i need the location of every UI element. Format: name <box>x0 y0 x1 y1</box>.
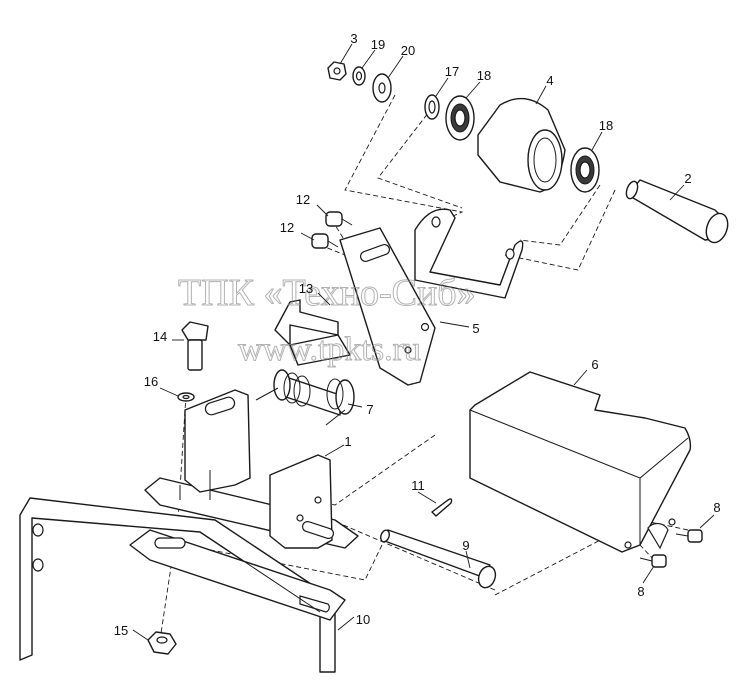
callout-16: 16 <box>144 374 158 389</box>
part-13-latch <box>274 299 351 366</box>
callout-13: 13 <box>299 281 313 296</box>
callout-3: 3 <box>350 31 357 46</box>
callout-14: 14 <box>153 329 167 344</box>
callout-20: 20 <box>401 43 415 58</box>
part-15-nut <box>147 631 177 655</box>
callout-8-right: 8 <box>713 500 720 515</box>
callout-12-bottom: 12 <box>280 220 294 235</box>
leader-lines <box>132 43 715 641</box>
callout-15: 15 <box>114 623 128 638</box>
part-16-washer <box>177 392 195 402</box>
watermark-website: www.tpkts.ru <box>238 331 421 368</box>
callout-1: 1 <box>344 434 351 449</box>
callout-18-right: 18 <box>599 118 613 133</box>
callout-7: 7 <box>366 402 373 417</box>
part-1-bracket <box>144 389 359 549</box>
part-17-ring <box>424 94 440 120</box>
part-20-washer <box>372 73 392 103</box>
watermark-company: ТПК «Техно-Сиб» <box>178 272 476 314</box>
callout-10: 10 <box>356 612 370 627</box>
part-6-cover <box>469 371 692 553</box>
part-12-bolts <box>311 211 353 249</box>
part-18-bearings <box>445 95 600 193</box>
part-19-washer <box>352 66 366 86</box>
callout-2: 2 <box>684 171 691 186</box>
callout-11: 11 <box>411 478 425 493</box>
callout-5: 5 <box>472 321 479 336</box>
callout-9: 9 <box>462 538 469 553</box>
part-5-guide-plate <box>339 208 524 386</box>
callout-8-bottom: 8 <box>637 584 644 599</box>
callout-12-top: 12 <box>296 192 310 207</box>
callout-18-left: 18 <box>477 68 491 83</box>
part-4-roller <box>477 97 566 193</box>
part-3-nut <box>327 61 347 81</box>
part-2-axle <box>625 179 729 244</box>
part-8-bolts <box>639 529 703 568</box>
part-10-mounting-plate <box>19 497 346 673</box>
callout-17: 17 <box>445 64 459 79</box>
part-14-bolt <box>181 321 209 371</box>
callout-4: 4 <box>546 73 553 88</box>
callout-6: 6 <box>591 357 598 372</box>
callout-19: 19 <box>371 37 385 52</box>
part-7-spring <box>255 369 355 426</box>
part-9-pin <box>380 529 497 589</box>
part-11-cotter-pin <box>431 498 453 517</box>
callout-labels: 3 19 20 17 18 4 18 2 12 12 13 5 6 7 14 1… <box>114 31 721 638</box>
watermark: ТПК «Техно-Сиб» www.tpkts.ru <box>178 272 477 369</box>
